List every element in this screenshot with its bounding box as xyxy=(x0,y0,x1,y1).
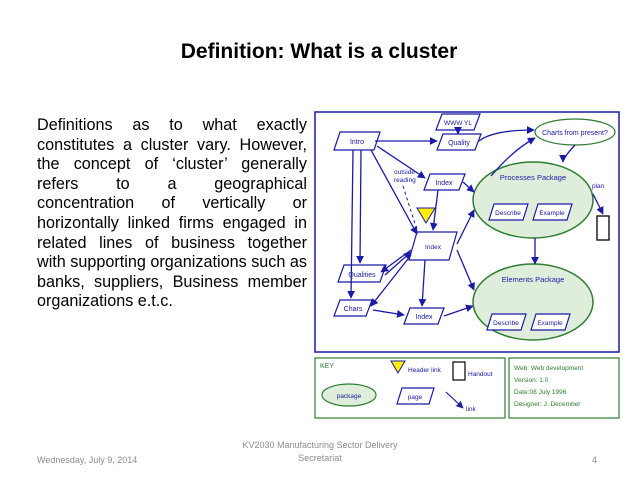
elements-package-label: Elements Package xyxy=(502,275,565,284)
diagram-text: Quality xyxy=(448,140,470,147)
key-header-link-label: Header link xyxy=(408,367,442,374)
key-page-shape xyxy=(396,387,435,405)
page-number: 4 xyxy=(592,455,598,465)
outside-reading-label: outside xyxy=(394,169,415,176)
charts-present-label: Charts from present? xyxy=(542,130,608,137)
header-link-marker xyxy=(416,207,436,224)
chars-node: Chars xyxy=(333,299,373,317)
diagram-text: Qualities xyxy=(348,272,376,279)
key-package-ellipse xyxy=(321,383,377,407)
diagram-text: Index xyxy=(435,180,453,187)
describe-bottom-node: Describe xyxy=(486,313,527,331)
plan-label: plan xyxy=(592,183,605,190)
info-designer: Designer: J. December xyxy=(514,401,581,408)
index-top-node: Index xyxy=(423,173,466,191)
example-top-node: Example xyxy=(532,203,573,221)
key-handout-box xyxy=(452,361,466,381)
footer-organization: KV2030 Manufacturing Sector Delivery Sec… xyxy=(242,440,398,463)
key-header-marker xyxy=(390,360,406,374)
key-label: KEY xyxy=(320,363,334,370)
dashed-link xyxy=(402,185,418,231)
index-bottom-node: Index xyxy=(403,307,445,325)
quality-node: Quality xyxy=(436,133,482,151)
diagram-text: Chars xyxy=(344,306,363,313)
definition-paragraph: Definitions as to what exactly constitut… xyxy=(37,116,307,311)
example-bottom-node: Example xyxy=(530,313,571,331)
diagram-text: Example xyxy=(539,210,565,217)
intro-node: Intro xyxy=(333,131,381,151)
diagram-text: Describe xyxy=(495,210,521,217)
key-page-label: page xyxy=(408,394,423,401)
diagram-text: Index xyxy=(425,244,442,251)
diagram-text: Intro xyxy=(350,139,364,146)
info-web: Web: Web development xyxy=(514,365,583,372)
www-node: WWW YL xyxy=(435,113,481,131)
info-box xyxy=(508,357,620,419)
outside-reading-label-2: reading xyxy=(394,177,416,184)
slide-title: Definition: What is a cluster xyxy=(180,40,458,63)
diagram-text: WWW YL xyxy=(444,120,472,127)
info-version: Version: 1.0 xyxy=(514,377,549,384)
info-date: Date:08 July 1996 xyxy=(514,389,567,396)
processes-package-label: Processes Package xyxy=(500,173,566,182)
key-package-label: package xyxy=(337,393,362,400)
diagram-text: Describe xyxy=(493,320,519,327)
key-handout-label: Handout xyxy=(468,371,493,378)
key-link-label: link xyxy=(466,406,477,413)
footer-date: Wednesday, July 9, 2014 xyxy=(37,455,138,465)
describe-top-node: Describe xyxy=(488,203,529,221)
diagram-text: Index xyxy=(415,314,433,321)
key-link-arrow xyxy=(445,391,464,409)
diagram-text: Example xyxy=(537,320,563,327)
qualities-node: Qualities xyxy=(337,264,387,283)
cluster-diagram: Processes Package Elements Package Chart… xyxy=(314,111,620,419)
handout-node xyxy=(596,215,610,241)
index-center-node: Index xyxy=(408,231,458,261)
